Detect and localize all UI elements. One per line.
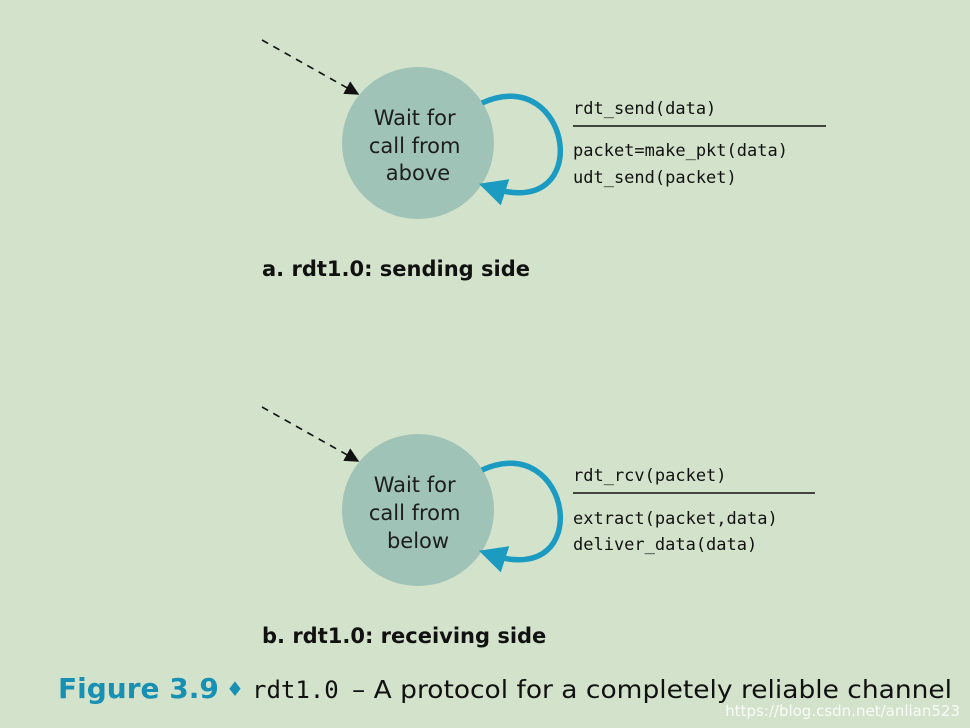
figure-separator: ♦ — [226, 677, 244, 701]
receiver-state-line: Wait for — [374, 473, 456, 497]
receiver-state-line: call from — [369, 501, 461, 525]
figure-code: rdt1.0 — [252, 676, 339, 704]
sender-loop-arrow — [478, 93, 564, 206]
receiver-event-label: rdt_rcv(packet) — [573, 466, 727, 486]
figure-number: Figure 3.9 — [58, 672, 219, 705]
receiver-caption: b. rdt1.0: receiving side — [262, 624, 546, 648]
sender-action-label: packet=make_pkt(data) — [573, 141, 788, 161]
receiver-state-circle — [342, 434, 494, 586]
sender-state-line: Wait for — [374, 106, 456, 130]
figure-caption: Figure 3.9 ♦ rdt1.0 – A protocol for a c… — [58, 672, 952, 705]
receiver-state-label: Wait for call from below — [369, 473, 467, 553]
watermark: https://blog.csdn.net/anlian523 — [725, 702, 960, 720]
sender-state-label: Wait for call from above — [369, 106, 467, 185]
receiver-state-line: below — [387, 529, 449, 553]
receiver-initial-arrow — [261, 406, 360, 462]
receiver-fsm: Wait for call from below rdt_rcv(packet)… — [261, 406, 815, 648]
sender-state-line: above — [386, 161, 450, 185]
figure-title: – A protocol for a completely reliable c… — [352, 675, 952, 704]
receiver-loop-arrow — [478, 460, 564, 573]
receiver-action-label: deliver_data(data) — [573, 535, 757, 555]
sender-initial-arrow — [261, 39, 360, 95]
sender-caption: a. rdt1.0: sending side — [262, 257, 530, 281]
sender-event-label: rdt_send(data) — [573, 99, 716, 119]
receiver-action-label: extract(packet,data) — [573, 509, 778, 529]
sender-fsm: Wait for call from above rdt_send(data) … — [261, 39, 826, 281]
sender-state-line: call from — [369, 134, 461, 158]
sender-action-label: udt_send(packet) — [573, 168, 737, 188]
sender-state-circle — [342, 67, 494, 219]
